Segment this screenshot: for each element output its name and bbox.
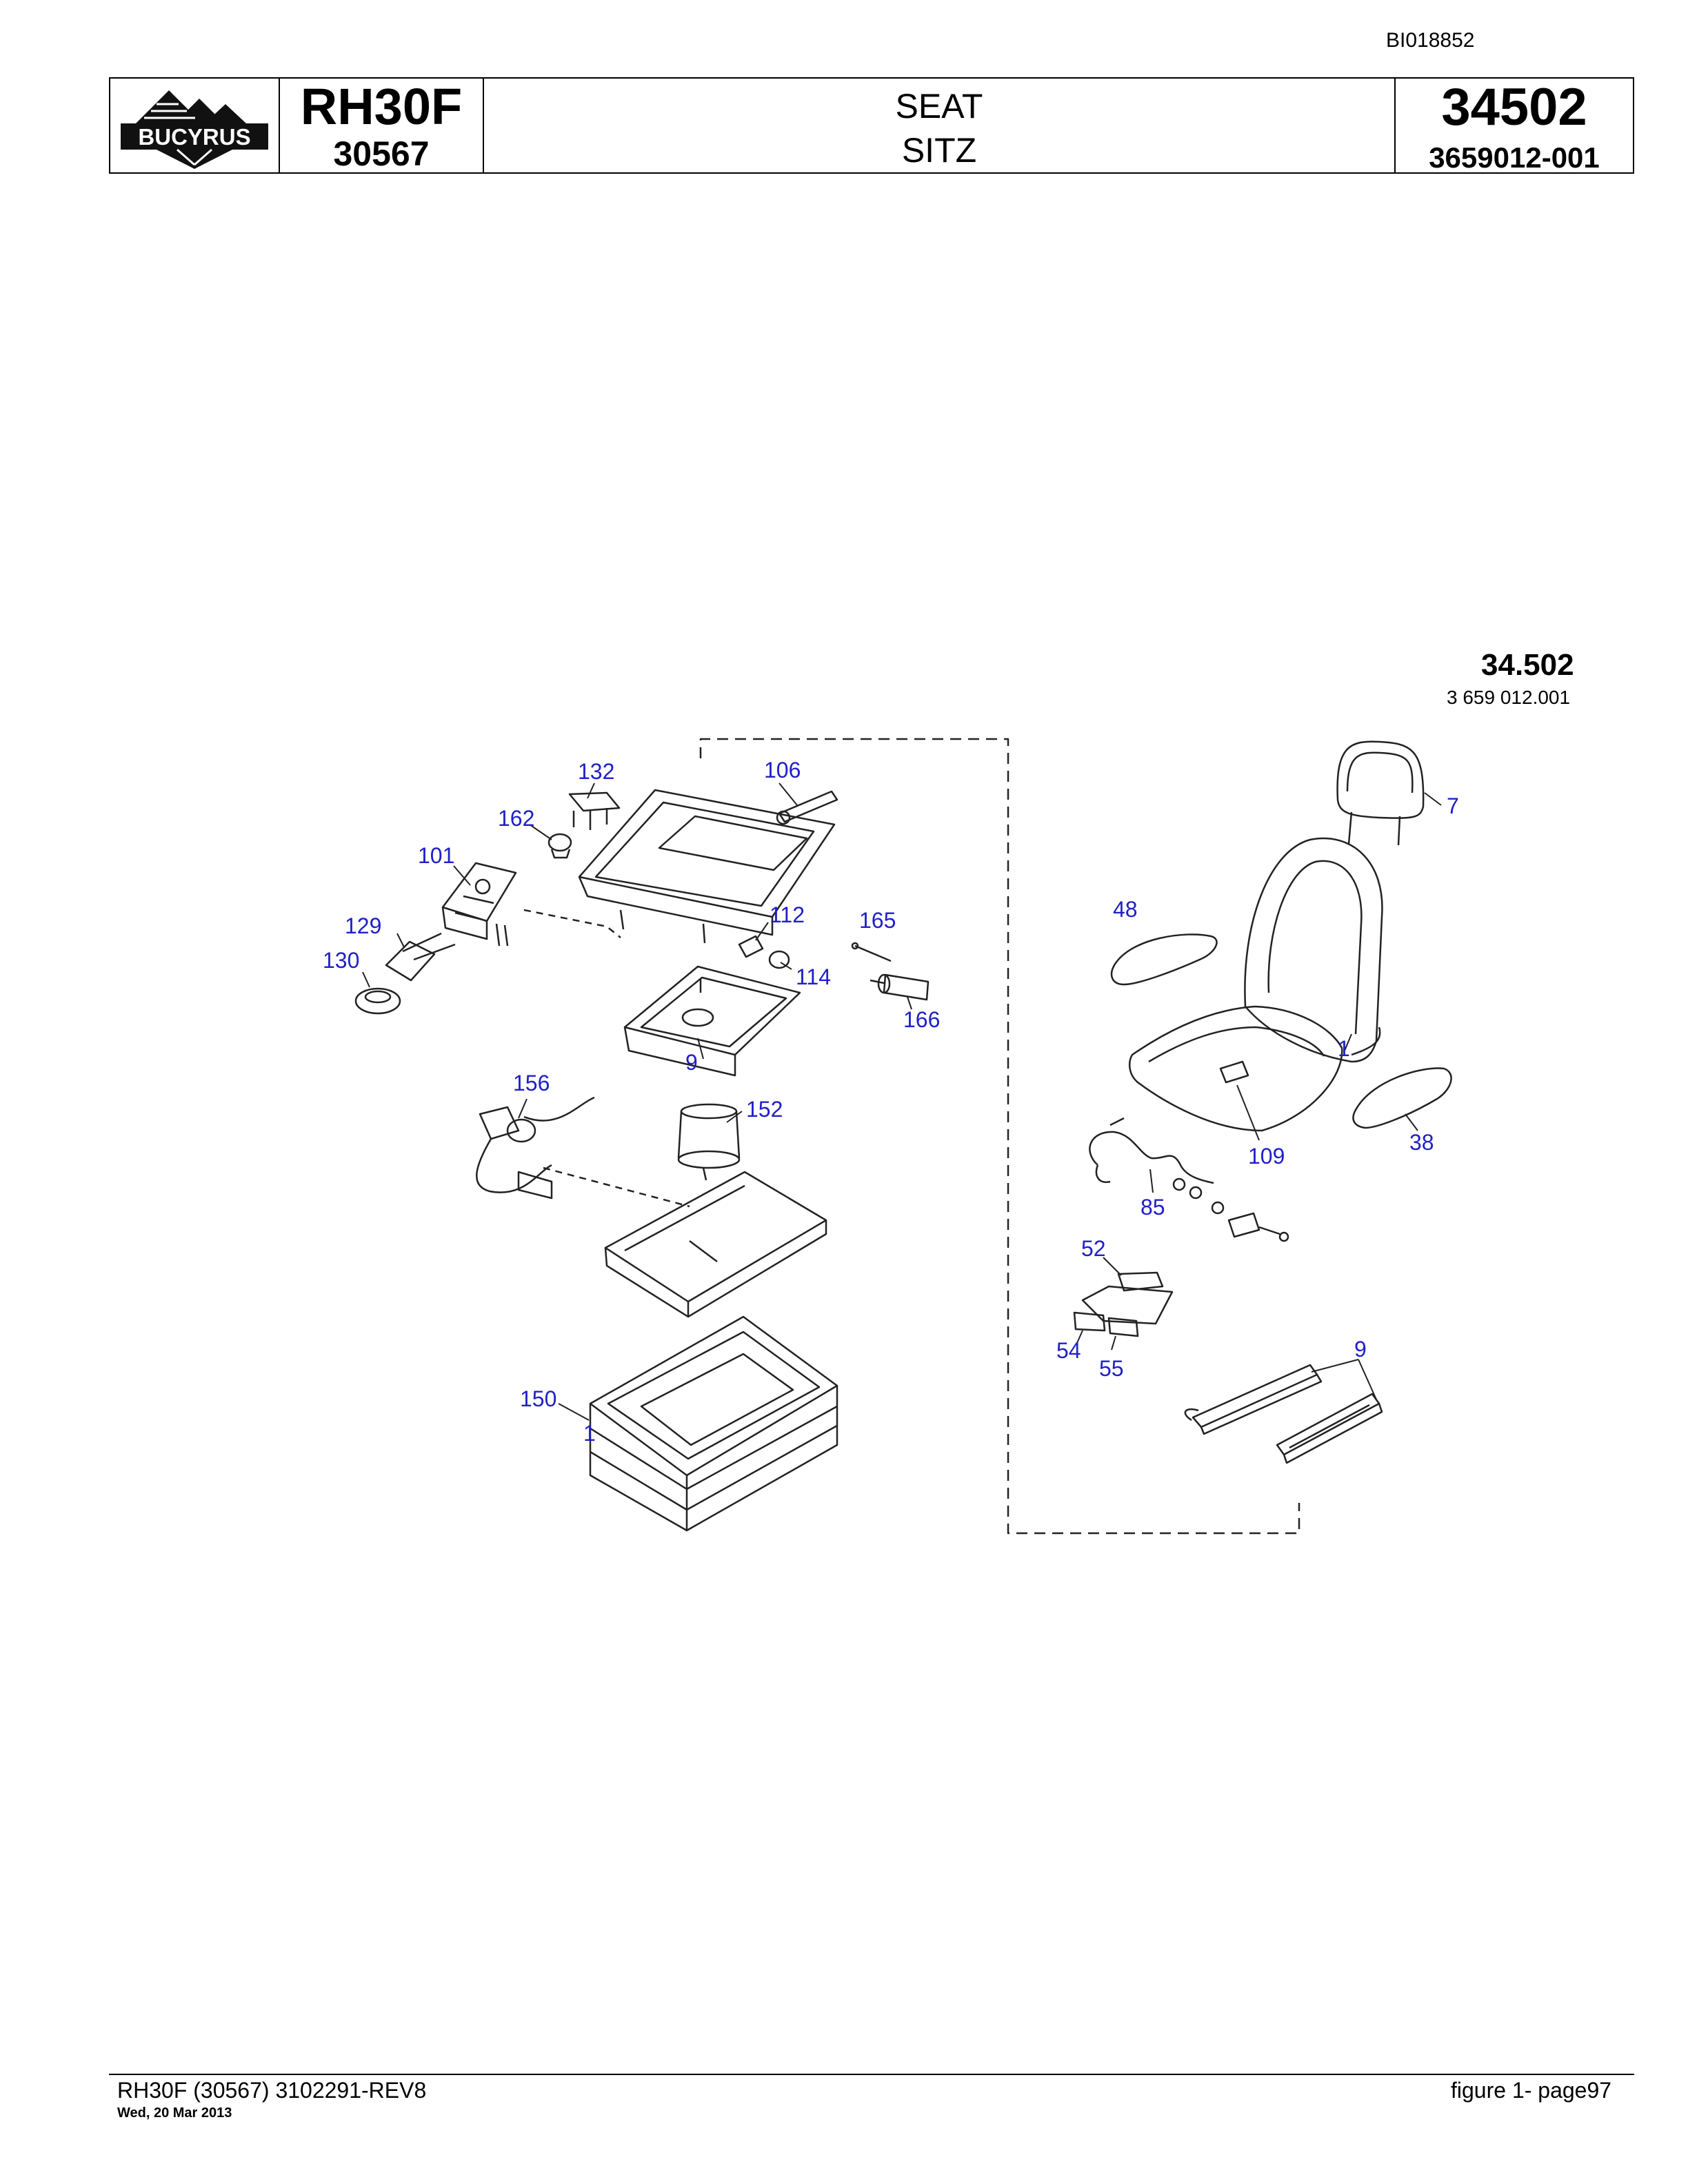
part-54-55-handle xyxy=(1073,1285,1174,1337)
seat-frame-middle xyxy=(623,965,801,1077)
document-id: BI018852 xyxy=(1386,29,1475,52)
callout-132: 132 xyxy=(578,759,614,784)
callout-9-frame: 9 xyxy=(685,1050,698,1075)
callout-1-bellows: 1 xyxy=(583,1421,596,1446)
callout-152: 152 xyxy=(746,1097,783,1122)
callout-150: 150 xyxy=(520,1386,556,1411)
part-38-armrest xyxy=(1352,1067,1452,1129)
group-bracket xyxy=(699,738,1300,1535)
footer-page-ref: figure 1- page97 xyxy=(1451,2078,1612,2103)
part-166-damper xyxy=(870,973,930,1001)
title-english: SEAT xyxy=(895,87,983,125)
callout-106: 106 xyxy=(764,758,801,782)
part-number: 3659012-001 xyxy=(1429,141,1600,174)
svg-text:BUCYRUS: BUCYRUS xyxy=(138,124,250,150)
callout-101: 101 xyxy=(418,843,454,868)
callout-55: 55 xyxy=(1099,1356,1124,1381)
callout-7: 7 xyxy=(1447,793,1459,818)
part-1-seat xyxy=(1128,837,1383,1132)
part-101-valve xyxy=(441,862,621,947)
diagram-subtitle: 3 659 012.001 xyxy=(1447,687,1571,708)
part-150-bellows xyxy=(589,1315,838,1532)
part-130-cap xyxy=(354,987,401,1015)
part-48-armrest xyxy=(1110,933,1218,986)
callout-52: 52 xyxy=(1081,1236,1106,1261)
callout-1-seat: 1 xyxy=(1338,1036,1350,1061)
footer-date: Wed, 20 Mar 2013 xyxy=(117,2105,232,2121)
seat-base-plate xyxy=(543,1166,827,1318)
callout-114: 114 xyxy=(796,964,831,989)
bucyrus-logo: BUCYRUS xyxy=(121,90,268,169)
diagram-id: 34.502 xyxy=(1481,648,1574,682)
part-152-air-spring xyxy=(677,1103,741,1181)
part-85-wiring xyxy=(1089,1117,1289,1242)
part-52-lever xyxy=(1117,1271,1164,1292)
callout-129: 129 xyxy=(345,913,381,938)
logo-cell: BUCYRUS xyxy=(110,79,280,172)
callout-9-rails: 9 xyxy=(1354,1337,1367,1362)
leader-lines xyxy=(362,782,1442,1421)
callout-156: 156 xyxy=(513,1071,550,1095)
part-156-compressor xyxy=(476,1096,595,1200)
callout-labels: 132 106 162 101 112 165 129 130 114 166 … xyxy=(323,758,1459,1446)
group-number: 34502 xyxy=(1441,78,1587,136)
callout-130: 130 xyxy=(323,948,359,973)
model-code: 30567 xyxy=(333,134,430,173)
callout-109: 109 xyxy=(1248,1144,1285,1169)
callout-38: 38 xyxy=(1409,1130,1434,1155)
number-cell: 34502 3659012-001 xyxy=(1396,78,1633,174)
callout-162: 162 xyxy=(498,806,534,831)
model-cell: RH30F 30567 xyxy=(280,79,484,172)
part-162-knob xyxy=(547,833,572,859)
callout-85: 85 xyxy=(1141,1195,1165,1220)
footer-rule xyxy=(109,2074,1634,2075)
model-name: RH30F xyxy=(300,78,463,135)
part-109-label xyxy=(1219,1060,1249,1084)
part-129-handle xyxy=(385,932,456,982)
callout-165: 165 xyxy=(859,908,896,933)
callout-112: 112 xyxy=(770,902,805,927)
seat-frame-top xyxy=(578,789,836,944)
part-165-pin xyxy=(851,942,892,962)
part-9-slide-rails xyxy=(1184,1364,1383,1464)
part-132-bracket xyxy=(568,791,621,830)
title-german: SITZ xyxy=(901,131,977,170)
part-7-headrest xyxy=(1336,740,1425,846)
part-114-knob xyxy=(768,950,790,969)
callout-166: 166 xyxy=(903,1007,940,1032)
callout-48: 48 xyxy=(1113,897,1138,922)
part-112-clip xyxy=(738,935,764,958)
title-block: BUCYRUS RH30F 30567 SEAT SITZ 34502 3659… xyxy=(109,77,1634,174)
title-cell: SEAT SITZ xyxy=(484,79,1396,172)
footer-document-ref: RH30F (30567) 3102291-REV8 xyxy=(117,2078,427,2103)
callout-54: 54 xyxy=(1056,1338,1081,1363)
part-106-rod xyxy=(776,790,838,825)
